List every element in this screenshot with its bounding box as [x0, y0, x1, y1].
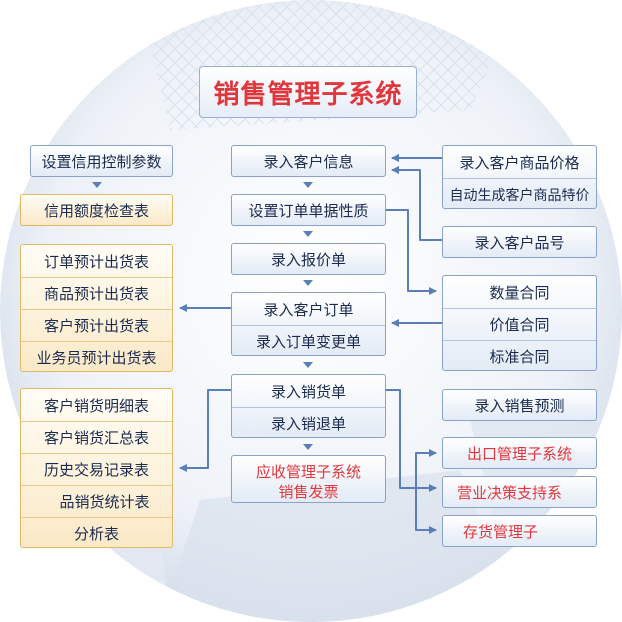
down-arrow-icon	[303, 231, 313, 237]
order-item: 录入客户订单	[263, 300, 354, 319]
forecast-report-item: 订单预计出货表	[43, 252, 149, 271]
sales-report-item: 分析表	[21, 517, 172, 547]
receivable-node: 应收管理子系统 销售发票	[231, 455, 386, 503]
order-group: 录入客户订单 录入订单变更单	[231, 292, 386, 356]
down-arrow-icon	[303, 362, 313, 368]
node-customer-info: 录入客户信息	[231, 145, 386, 177]
node-inventory-subsystem: 存货管理子	[442, 515, 597, 547]
down-arrow-icon	[303, 280, 313, 286]
forecast-report-item: 商品预计出货表	[21, 277, 172, 309]
node-credit-params: 设置信用控制参数	[30, 145, 173, 177]
node-customer-product-no: 录入客户品号	[442, 226, 597, 258]
node-credit-check: 信用额度检查表	[20, 194, 173, 226]
price-group: 录入客户商品价格 自动生成客户商品特价	[442, 145, 597, 209]
sales-item: 录入销货单	[270, 382, 346, 401]
node-export-subsystem: 出口管理子系统	[442, 437, 597, 469]
node-sales-forecast: 录入销售预测	[442, 389, 597, 421]
sales-report-item: 历史交易记录表	[21, 453, 172, 485]
node-quote: 录入报价单	[231, 243, 386, 275]
node-decision-support: 营业决策支持系	[442, 476, 597, 508]
sales-report-item: 客户销货明细表	[43, 396, 149, 415]
down-arrow-icon	[303, 182, 313, 188]
forecast-report-item: 客户预计出货表	[21, 309, 172, 341]
price-item: 自动生成客户商品特价	[443, 178, 596, 208]
order-item: 录入订单变更单	[232, 325, 385, 355]
sales-item: 录入销退单	[232, 407, 385, 437]
node-order-property: 设置订单单据性质	[231, 194, 386, 226]
receivable-line: 销售发票	[278, 482, 339, 501]
sales-report-item: 客户销货汇总表	[21, 421, 172, 453]
sales-group: 录入销货单 录入销退单	[231, 374, 386, 438]
down-arrow-icon	[303, 444, 313, 450]
forecast-report-group: 订单预计出货表 商品预计出货表 客户预计出货表 业务员预计出货表	[20, 244, 173, 372]
down-arrow-icon	[92, 182, 102, 188]
receivable-line: 应收管理子系统	[255, 462, 361, 481]
contract-item: 数量合同	[489, 283, 550, 302]
forecast-report-item: 业务员预计出货表	[21, 341, 172, 371]
contract-item: 价值合同	[443, 308, 596, 340]
page-title: 销售管理子系统	[199, 66, 417, 118]
contract-group: 数量合同 价值合同 标准合同	[442, 275, 597, 371]
price-item: 录入客户商品价格	[459, 153, 580, 172]
sales-report-item: 品销货统计表	[21, 485, 172, 517]
contract-item: 标准合同	[443, 340, 596, 370]
sales-report-group: 客户销货明细表 客户销货汇总表 历史交易记录表 品销货统计表 分析表	[20, 388, 173, 548]
